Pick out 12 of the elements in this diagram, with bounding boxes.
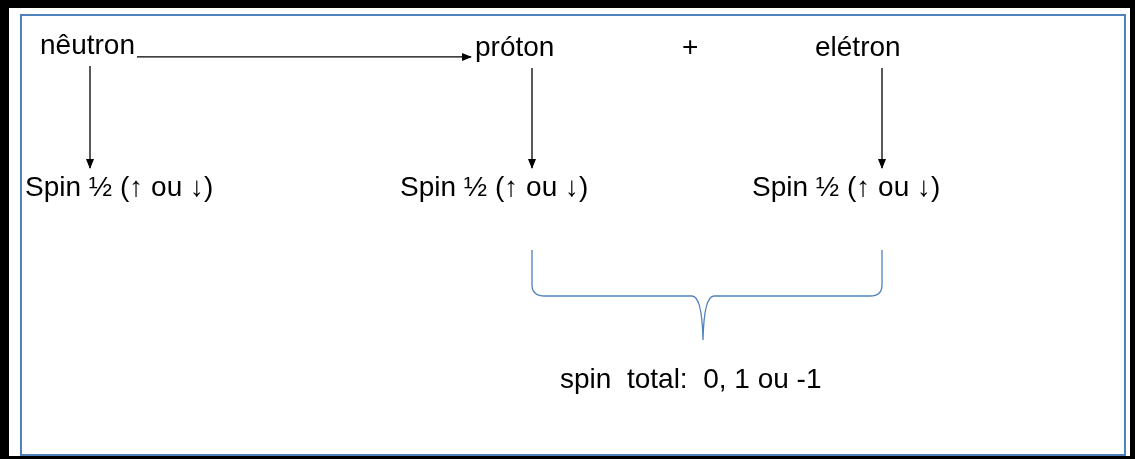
plus-sign: +	[682, 30, 699, 64]
arrow	[136, 52, 472, 61]
node-text: próton	[475, 30, 555, 64]
node-text: elétron	[815, 30, 901, 64]
note-text: spin total: 0, 1 ou -1	[560, 362, 822, 396]
node-text: nêutron	[40, 28, 135, 62]
arrow	[86, 65, 94, 169]
arrow	[878, 67, 886, 169]
node-text: Spin ½ (↑ ou ↓)	[25, 170, 214, 204]
node-text: Spin ½ (↑ ou ↓)	[400, 170, 589, 204]
arrow	[528, 67, 536, 169]
node-text: Spin ½ (↑ ou ↓)	[752, 170, 941, 204]
